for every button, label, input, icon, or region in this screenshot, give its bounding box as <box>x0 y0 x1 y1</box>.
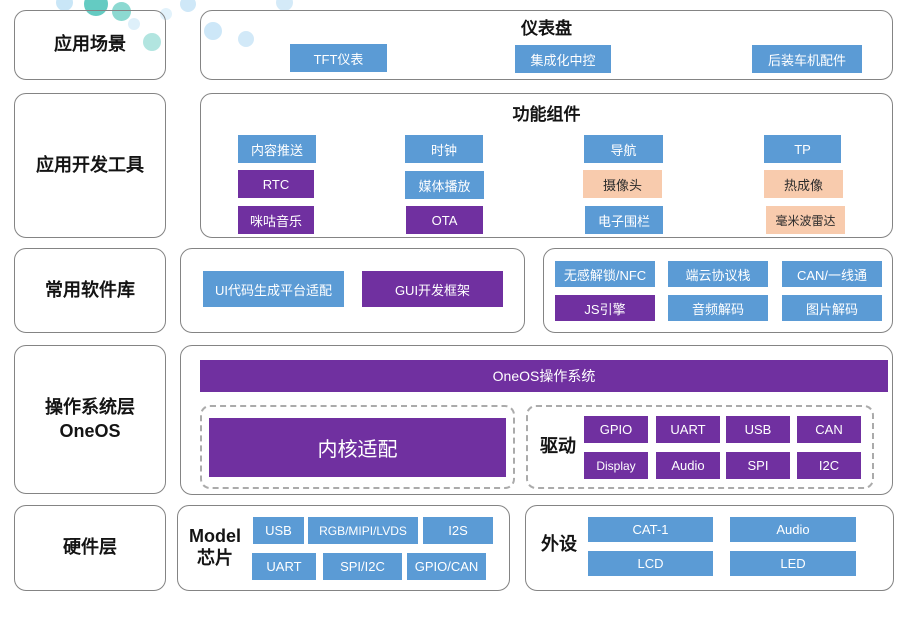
decor-dot <box>84 0 108 16</box>
block-clock: 时钟 <box>405 135 483 163</box>
block-js-engine: JS引擎 <box>555 295 655 321</box>
row-label-text-line2: OneOS <box>59 420 121 441</box>
block-audio-decode: 音频解码 <box>668 295 768 321</box>
block-gui-framework: GUI开发框架 <box>362 271 503 307</box>
block-oneos-bar: OneOS操作系统 <box>200 360 888 392</box>
row-label-app-dev-tools: 应用开发工具 <box>14 93 166 238</box>
block-mmwave-radar: 毫米波雷达 <box>766 206 845 234</box>
libraries-right-panel <box>543 248 893 333</box>
block-tp: TP <box>764 135 841 163</box>
block-peripheral-led: LED <box>730 551 856 576</box>
block-peripheral-lcd: LCD <box>588 551 713 576</box>
block-driver-audio: Audio <box>656 452 720 479</box>
block-thermal-imaging: 热成像 <box>764 170 843 198</box>
block-rtc: RTC <box>238 170 314 198</box>
block-driver-gpio: GPIO <box>584 416 648 443</box>
os-panel <box>180 345 893 495</box>
chip-label-line2: 芯片 <box>197 547 233 568</box>
block-chip-rgb-mipi-lvds: RGB/MIPI/LVDS <box>308 517 418 544</box>
peripheral-panel <box>525 505 894 591</box>
chip-group-label: Model 芯片 <box>185 526 245 569</box>
row-label-text-line1: 操作系统层 <box>45 397 135 418</box>
block-navigation: 导航 <box>584 135 663 163</box>
row-label-text: 应用开发工具 <box>36 154 144 175</box>
block-driver-display: Display <box>584 452 648 479</box>
block-chip-spi-i2c: SPI/I2C <box>323 553 402 580</box>
block-migu-music: 咪咕音乐 <box>238 206 314 234</box>
row-label-hardware-layer: 硬件层 <box>14 505 166 591</box>
decor-dot <box>276 0 293 11</box>
scenario-title: 仪表盘 <box>521 19 572 38</box>
block-nfc-unlock: 无感解锁/NFC <box>555 261 655 287</box>
decor-dot <box>204 22 222 40</box>
chip-label-line1: Model <box>189 526 241 546</box>
row-label-text: 常用软件库 <box>45 279 135 300</box>
components-panel <box>200 93 893 238</box>
decor-dot <box>180 0 196 12</box>
block-peripheral-cat1: CAT-1 <box>588 517 713 542</box>
block-aftermarket-car-accessory: 后装车机配件 <box>752 45 862 73</box>
row-label-text: 硬件层 <box>63 537 117 558</box>
block-chip-uart: UART <box>252 553 316 580</box>
block-driver-spi: SPI <box>726 452 790 479</box>
components-title: 功能组件 <box>512 105 581 124</box>
block-can-onewire: CAN/一线通 <box>782 261 882 287</box>
kernel-dashed-group <box>200 405 515 489</box>
row-label-os-layer: 操作系统层 OneOS <box>14 345 166 494</box>
row-label-common-libraries: 常用软件库 <box>14 248 166 333</box>
decor-dot <box>112 2 131 21</box>
block-driver-uart: UART <box>656 416 720 443</box>
decor-dot <box>128 18 140 30</box>
block-driver-can: CAN <box>797 416 861 443</box>
driver-group-label: 驱动 <box>540 436 576 456</box>
block-driver-i2c: I2C <box>797 452 861 479</box>
row-label-text: 应用场景 <box>54 34 126 55</box>
block-kernel-adaptation: 内核适配 <box>209 418 506 477</box>
block-driver-usb: USB <box>726 416 790 443</box>
block-chip-gpio-can: GPIO/CAN <box>407 553 486 580</box>
block-tft-meter: TFT仪表 <box>290 44 387 72</box>
row-label-application-scenarios: 应用场景 <box>14 10 166 80</box>
block-cloud-protocol-stack: 端云协议栈 <box>668 261 768 287</box>
block-ui-codegen-platform: UI代码生成平台适配 <box>203 271 344 307</box>
decor-dot <box>56 0 73 11</box>
block-media-playback: 媒体播放 <box>405 171 484 199</box>
block-electronic-fence: 电子围栏 <box>585 206 663 234</box>
scenario-panel <box>200 10 893 80</box>
driver-dashed-group <box>526 405 874 489</box>
block-camera: 摄像头 <box>583 170 662 198</box>
block-integrated-central-control: 集成化中控 <box>515 45 611 73</box>
block-peripheral-audio: Audio <box>730 517 856 542</box>
decor-dot <box>143 33 161 51</box>
libraries-left-panel <box>180 248 525 333</box>
block-chip-usb: USB <box>253 517 304 544</box>
block-content-push: 内容推送 <box>238 135 316 163</box>
block-chip-i2s: I2S <box>423 517 493 544</box>
block-ota: OTA <box>406 206 483 234</box>
decor-dot <box>238 31 254 47</box>
peripheral-group-label: 外设 <box>541 534 577 554</box>
chip-panel <box>177 505 510 591</box>
block-image-decode: 图片解码 <box>782 295 882 321</box>
